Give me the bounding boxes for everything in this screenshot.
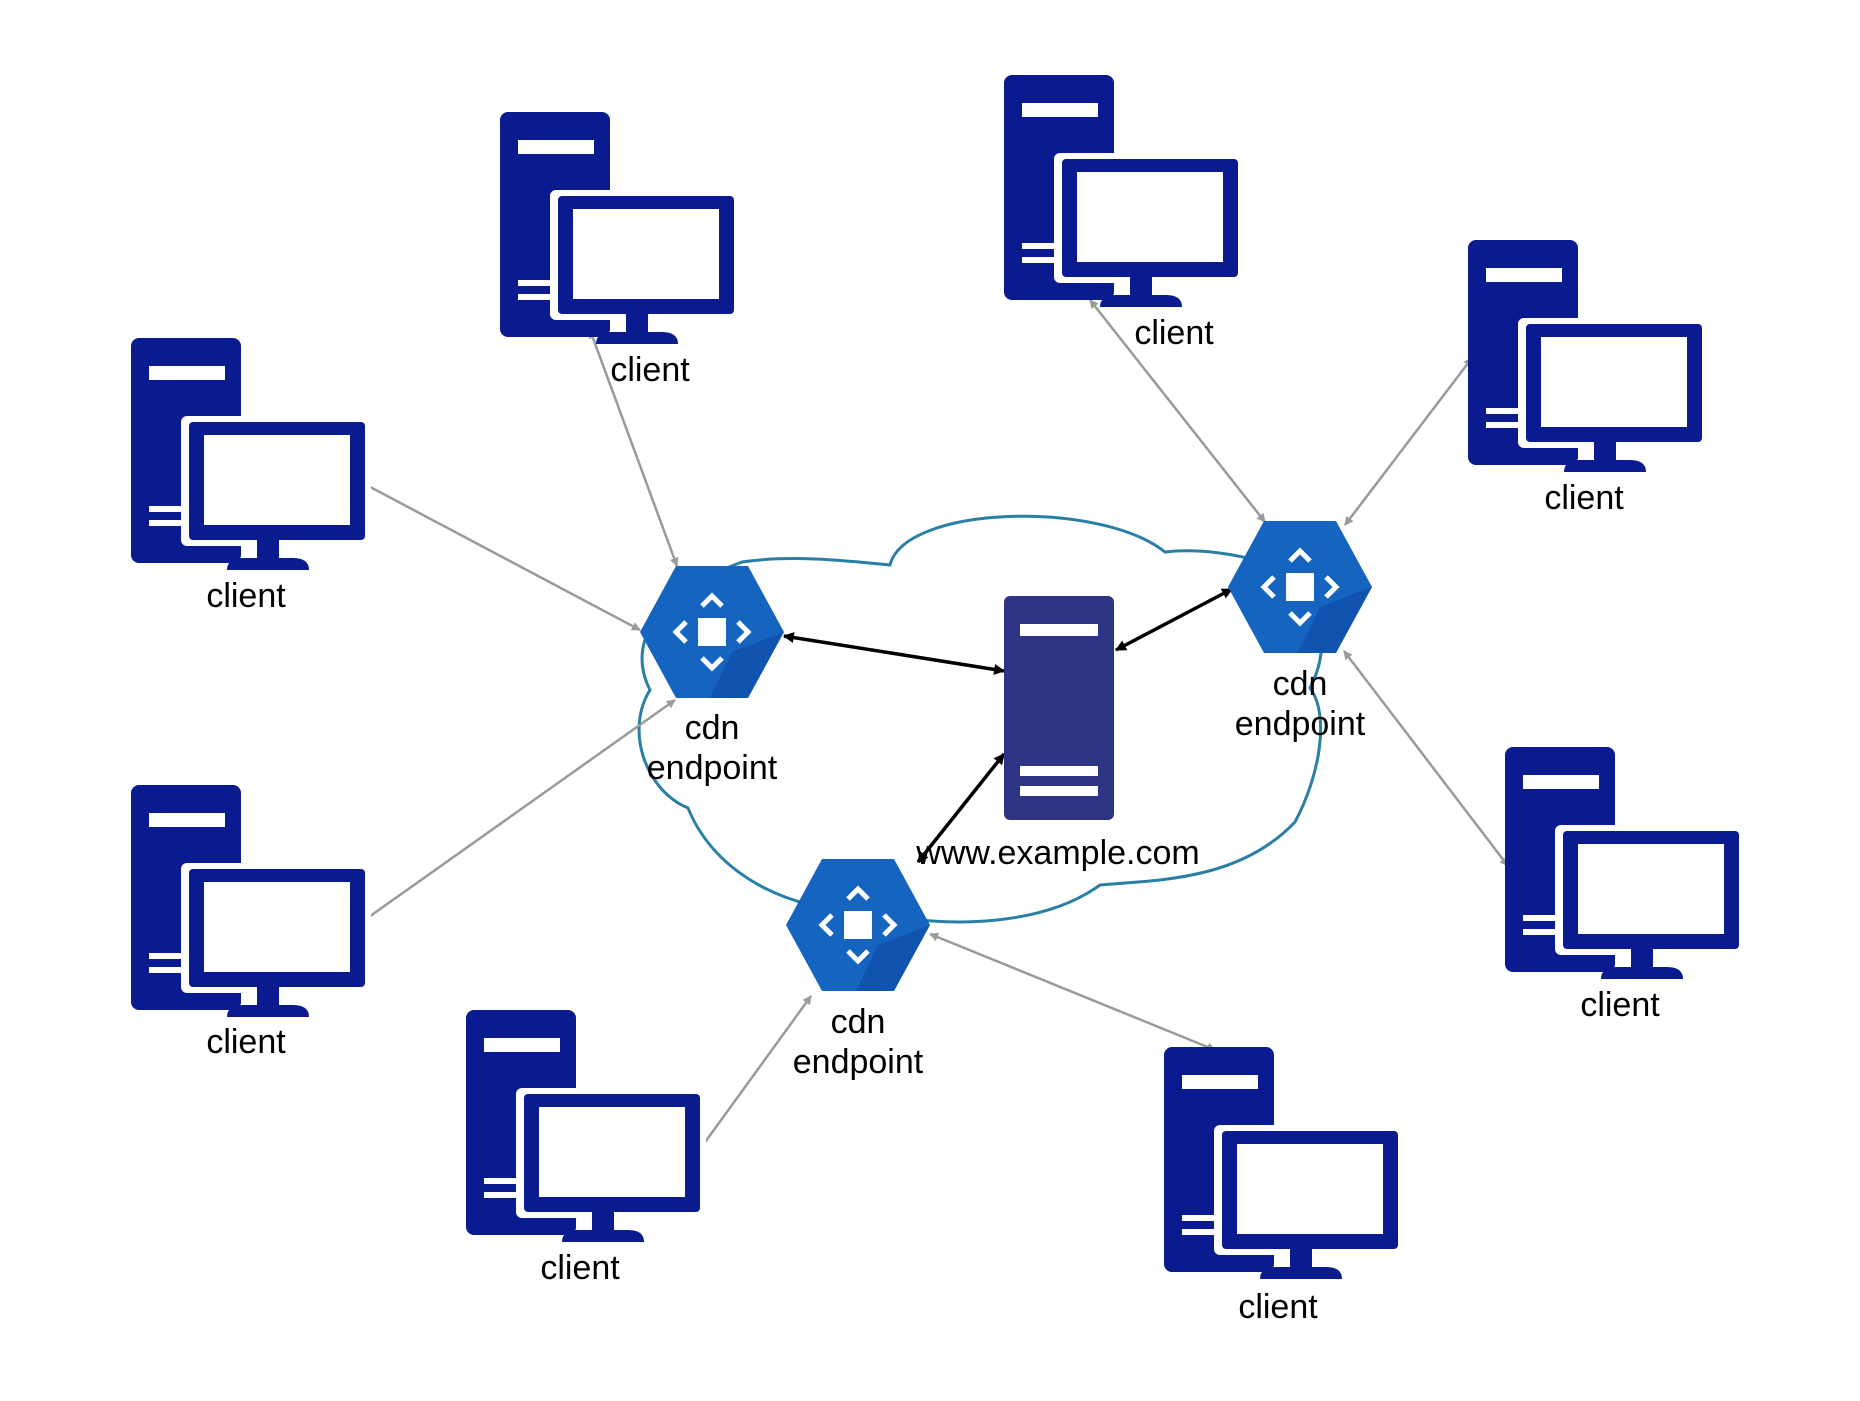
- server-icon: [1004, 596, 1114, 820]
- desktop-computer-icon: [1164, 1047, 1404, 1279]
- desktop-computer-icon: [131, 785, 371, 1017]
- client-link-arrow: [1343, 650, 1509, 867]
- desktop-computer-icon: [1468, 240, 1708, 472]
- cdn-endpoint-label: cdn endpoint: [758, 1002, 958, 1082]
- desktop-computer-icon: [1505, 747, 1745, 979]
- origin-link-arrow: [782, 632, 1006, 675]
- client-link-arrow: [1344, 357, 1473, 526]
- cdn-endpoint-hex-icon: [786, 859, 930, 991]
- cdn-endpoint-label-line1: cdn: [1272, 665, 1328, 703]
- desktop-computer-icon: [500, 112, 740, 344]
- origin-link-arrow: [1115, 587, 1233, 652]
- desktop-computer-icon: [466, 1010, 706, 1242]
- client-label: client: [206, 577, 286, 615]
- cdn-endpoint-label-line2: endpoint: [646, 749, 778, 787]
- cdn-endpoint-label-line1: cdn: [830, 1003, 886, 1041]
- cdn-endpoint-label: cdn endpoint: [612, 708, 812, 788]
- cdn-endpoint-label-line2: endpoint: [1234, 705, 1366, 743]
- client-link-arrow: [588, 329, 679, 567]
- cdn-endpoint-hex-icon: [1228, 521, 1372, 653]
- cdn-endpoint-hex-icon: [640, 566, 784, 698]
- cloud-icon: [637, 514, 1324, 924]
- desktop-computer-icon: [131, 338, 371, 570]
- client-label: client: [1134, 314, 1214, 352]
- client-label: client: [1238, 1288, 1318, 1326]
- client-label: client: [206, 1023, 286, 1061]
- client-label: client: [610, 351, 690, 389]
- cdn-endpoint-label: cdn endpoint: [1200, 664, 1400, 744]
- desktop-computer-icon: [1004, 75, 1244, 307]
- origin-link-arrow: [916, 752, 1006, 864]
- cdn-endpoint-label-line2: endpoint: [792, 1043, 924, 1081]
- client-link-arrow: [929, 932, 1216, 1052]
- origin-server-label: www.example.com: [916, 834, 1200, 872]
- cdn-endpoint-label-line1: cdn: [684, 709, 740, 747]
- client-label: client: [1580, 986, 1660, 1024]
- client-link-arrow: [356, 478, 641, 632]
- client-link-arrow: [693, 995, 813, 1157]
- client-label: client: [540, 1249, 620, 1287]
- client-label: client: [1544, 479, 1624, 517]
- client-link-arrow: [358, 698, 676, 926]
- client-link-arrow: [1089, 299, 1266, 523]
